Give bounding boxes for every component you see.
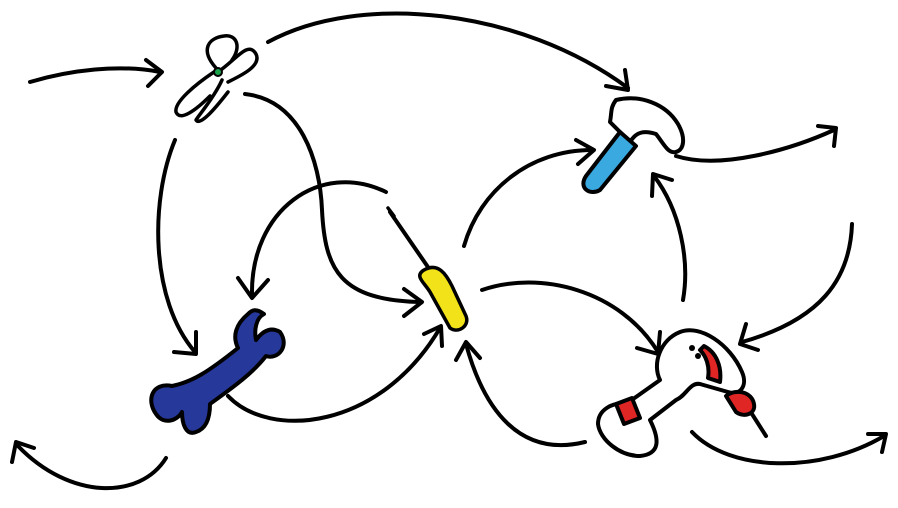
arrow-drill-to-screwdriver bbox=[454, 340, 587, 448]
wrench-icon bbox=[149, 308, 286, 435]
screwdriver-icon bbox=[386, 206, 469, 332]
arrow-drill-to-hammer bbox=[650, 172, 688, 302]
arrow-wrench-to-screwdriver bbox=[226, 324, 444, 423]
arrow-screwdriver-to-hammer bbox=[462, 138, 596, 248]
arrow-screwdriver-to-drill bbox=[480, 280, 662, 356]
arrow-hammer-to-exit-right bbox=[674, 124, 838, 163]
arrow-drill-to-exit-bottom-right bbox=[690, 430, 888, 466]
drill-icon bbox=[596, 328, 768, 458]
arrow-screwdriver-to-wrench bbox=[236, 180, 388, 300]
arrow-wrench-to-exit-bottom-left bbox=[10, 440, 168, 490]
arrow-pliers-to-hammer bbox=[266, 11, 630, 92]
arrow-entry-to-pliers bbox=[28, 58, 164, 88]
arrow-entry-right-to-drill bbox=[738, 222, 854, 352]
arrow-pliers-to-screwdriver bbox=[243, 92, 424, 318]
arrow-pliers-to-wrench bbox=[156, 138, 198, 356]
pliers-icon bbox=[174, 34, 259, 124]
hammer-icon bbox=[581, 96, 685, 195]
arrows bbox=[10, 11, 888, 490]
